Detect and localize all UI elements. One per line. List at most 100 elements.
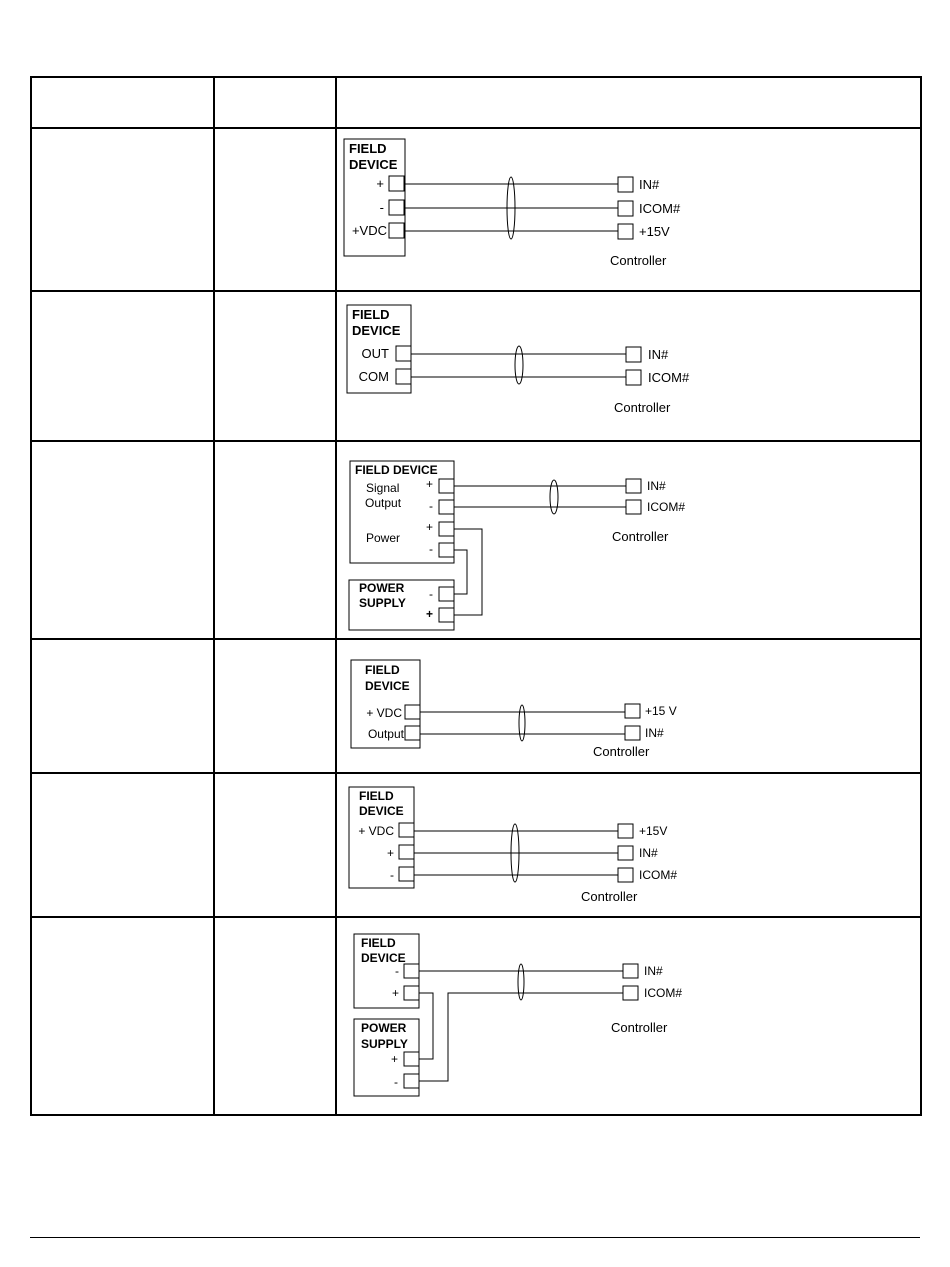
diagram-cell: FIELD DEVICE Signal Output Power + - + -… [335, 440, 922, 640]
power-wire [419, 992, 434, 1060]
wiring-diagram: FIELD DEVICE Signal Output Power + - + -… [348, 460, 685, 631]
blank-cell [213, 440, 337, 640]
controller-terminal-label: ICOM# [639, 201, 681, 216]
power-wire [454, 549, 468, 595]
device-title: DEVICE [349, 157, 398, 172]
blank-cell [30, 916, 215, 1116]
terminal [403, 1051, 420, 1067]
table-row: FIELD DEVICE OUT COM IN# ICOM# Controlle… [30, 290, 922, 442]
terminal [388, 175, 405, 192]
terminal [622, 985, 639, 1001]
terminal [625, 478, 642, 494]
table-row: FIELD DEVICE - + IN# ICOM# Controller PO… [30, 916, 922, 1116]
table-header-row [30, 76, 922, 129]
device-title: FIELD [349, 141, 387, 156]
device-terminal-label: Output [368, 727, 405, 741]
wiring-diagram: FIELD DEVICE + VDC + - +15V IN# ICOM# Co… [348, 786, 677, 904]
diagram-cell: FIELD DEVICE + VDC + - +15V IN# ICOM# Co… [335, 772, 922, 918]
diagram-cell: FIELD DEVICE OUT COM IN# ICOM# Controlle… [335, 290, 922, 442]
device-terminal-label: + VDC [366, 706, 402, 720]
controller-terminal-label: ICOM# [648, 370, 690, 385]
device-terminal-label: - [380, 200, 384, 215]
device-terminal-label: +VDC [352, 223, 387, 238]
cable-shield [518, 704, 526, 742]
device-label: Power [366, 531, 400, 545]
terminal [438, 586, 455, 602]
cable-shield [549, 479, 559, 515]
device-title: FIELD [352, 307, 390, 322]
terminal [625, 346, 642, 363]
device-terminal-label: + [426, 477, 433, 491]
header-cell-1 [30, 76, 215, 129]
diagram-cell: FIELD DEVICE + VDC Output +15 V IN# Cont… [335, 638, 922, 774]
controller-terminal-label: IN# [645, 726, 664, 740]
diagram-cell: FIELD DEVICE + - +VDC IN# ICOM# +15V Con… [335, 127, 922, 292]
wiring-diagram: FIELD DEVICE - + IN# ICOM# Controller PO… [353, 933, 682, 1097]
device-title: FIELD DEVICE [355, 463, 438, 477]
power-supply-terminal-label: - [429, 587, 433, 601]
device-title: DEVICE [361, 951, 406, 965]
diagram-cell: FIELD DEVICE - + IN# ICOM# Controller PO… [335, 916, 922, 1116]
controller-terminal-label: IN# [639, 846, 658, 860]
blank-cell [213, 916, 337, 1116]
terminal [398, 844, 415, 860]
header-cell-2 [213, 76, 337, 129]
cable-shield [506, 176, 516, 240]
power-supply-title: POWER [361, 1021, 407, 1035]
power-supply-terminal-label: - [394, 1075, 398, 1089]
blank-cell [30, 772, 215, 918]
terminal [438, 542, 455, 558]
wiring-table: FIELD DEVICE + - +VDC IN# ICOM# +15V Con… [30, 76, 922, 1116]
blank-cell [213, 290, 337, 442]
controller-terminal-label: +15V [639, 224, 670, 239]
terminal [617, 867, 634, 883]
wiring-diagram: FIELD DEVICE + - +VDC IN# ICOM# +15V Con… [343, 138, 681, 268]
controller-label: Controller [610, 253, 667, 268]
terminal [625, 369, 642, 386]
device-terminal-label: - [429, 542, 433, 556]
controller-terminal-label: ICOM# [639, 868, 677, 882]
controller-label: Controller [614, 400, 671, 415]
table-row: FIELD DEVICE Signal Output Power + - + -… [30, 440, 922, 640]
device-title: DEVICE [352, 323, 401, 338]
terminal [404, 725, 421, 741]
controller-terminal-label: IN# [647, 479, 666, 493]
device-title: FIELD [365, 663, 400, 677]
terminal [403, 1073, 420, 1089]
terminal [617, 223, 634, 240]
terminal [617, 176, 634, 193]
wiring-diagram: FIELD DEVICE + VDC Output +15 V IN# Cont… [350, 659, 677, 759]
terminal [403, 963, 420, 979]
terminal [395, 345, 412, 362]
device-terminal-label: - [390, 868, 394, 882]
controller-terminal-label: IN# [639, 177, 660, 192]
controller-terminal-label: +15V [639, 824, 667, 838]
cable-shield [517, 963, 525, 1001]
power-supply-terminal-label: + [391, 1052, 398, 1066]
terminal [622, 963, 639, 979]
device-terminal-label: - [429, 499, 433, 513]
blank-cell [30, 638, 215, 774]
power-supply-box [348, 579, 455, 631]
blank-cell [30, 440, 215, 640]
footer-rule [30, 1237, 920, 1238]
terminal [617, 823, 634, 839]
device-label: Output [365, 496, 402, 510]
terminal [403, 985, 420, 1001]
table-row: FIELD DEVICE + VDC Output +15 V IN# Cont… [30, 638, 922, 774]
terminal [438, 521, 455, 537]
blank-cell [213, 638, 337, 774]
terminal [395, 368, 412, 385]
terminal [398, 866, 415, 882]
table-row: FIELD DEVICE + - +VDC IN# ICOM# +15V Con… [30, 127, 922, 292]
terminal [624, 725, 641, 741]
device-title: DEVICE [359, 804, 404, 818]
header-cell-3 [335, 76, 922, 129]
terminal [438, 607, 455, 623]
controller-terminal-label: +15 V [645, 704, 677, 718]
device-terminal-label: OUT [362, 346, 390, 361]
terminal [624, 703, 641, 719]
terminal [404, 704, 421, 720]
device-label: Signal [366, 481, 399, 495]
blank-cell [213, 127, 337, 292]
